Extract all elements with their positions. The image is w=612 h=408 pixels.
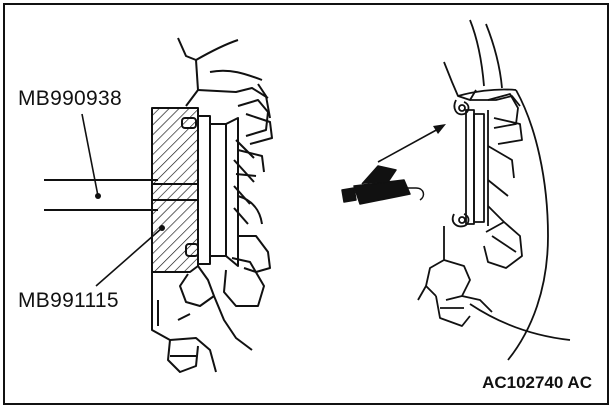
right-assembly-drawing: [417, 19, 571, 361]
leader-dot-lower: [159, 225, 165, 231]
leader-line-upper: [81, 113, 99, 197]
grease-gun-icon: [341, 165, 425, 205]
arrow-head: [433, 124, 446, 134]
leader-dot-upper: [95, 193, 101, 199]
leader-line-lower: [95, 227, 163, 287]
tool-label-mb991115: MB991115: [18, 289, 119, 312]
figure-id-label: AC102740 AC: [482, 373, 592, 392]
application-arrow: [377, 127, 441, 163]
installer-tool: [151, 107, 199, 273]
left-assembly-drawing: [44, 37, 273, 373]
figure-border: [3, 3, 609, 405]
tool-label-mb990938: MB990938: [18, 87, 122, 110]
